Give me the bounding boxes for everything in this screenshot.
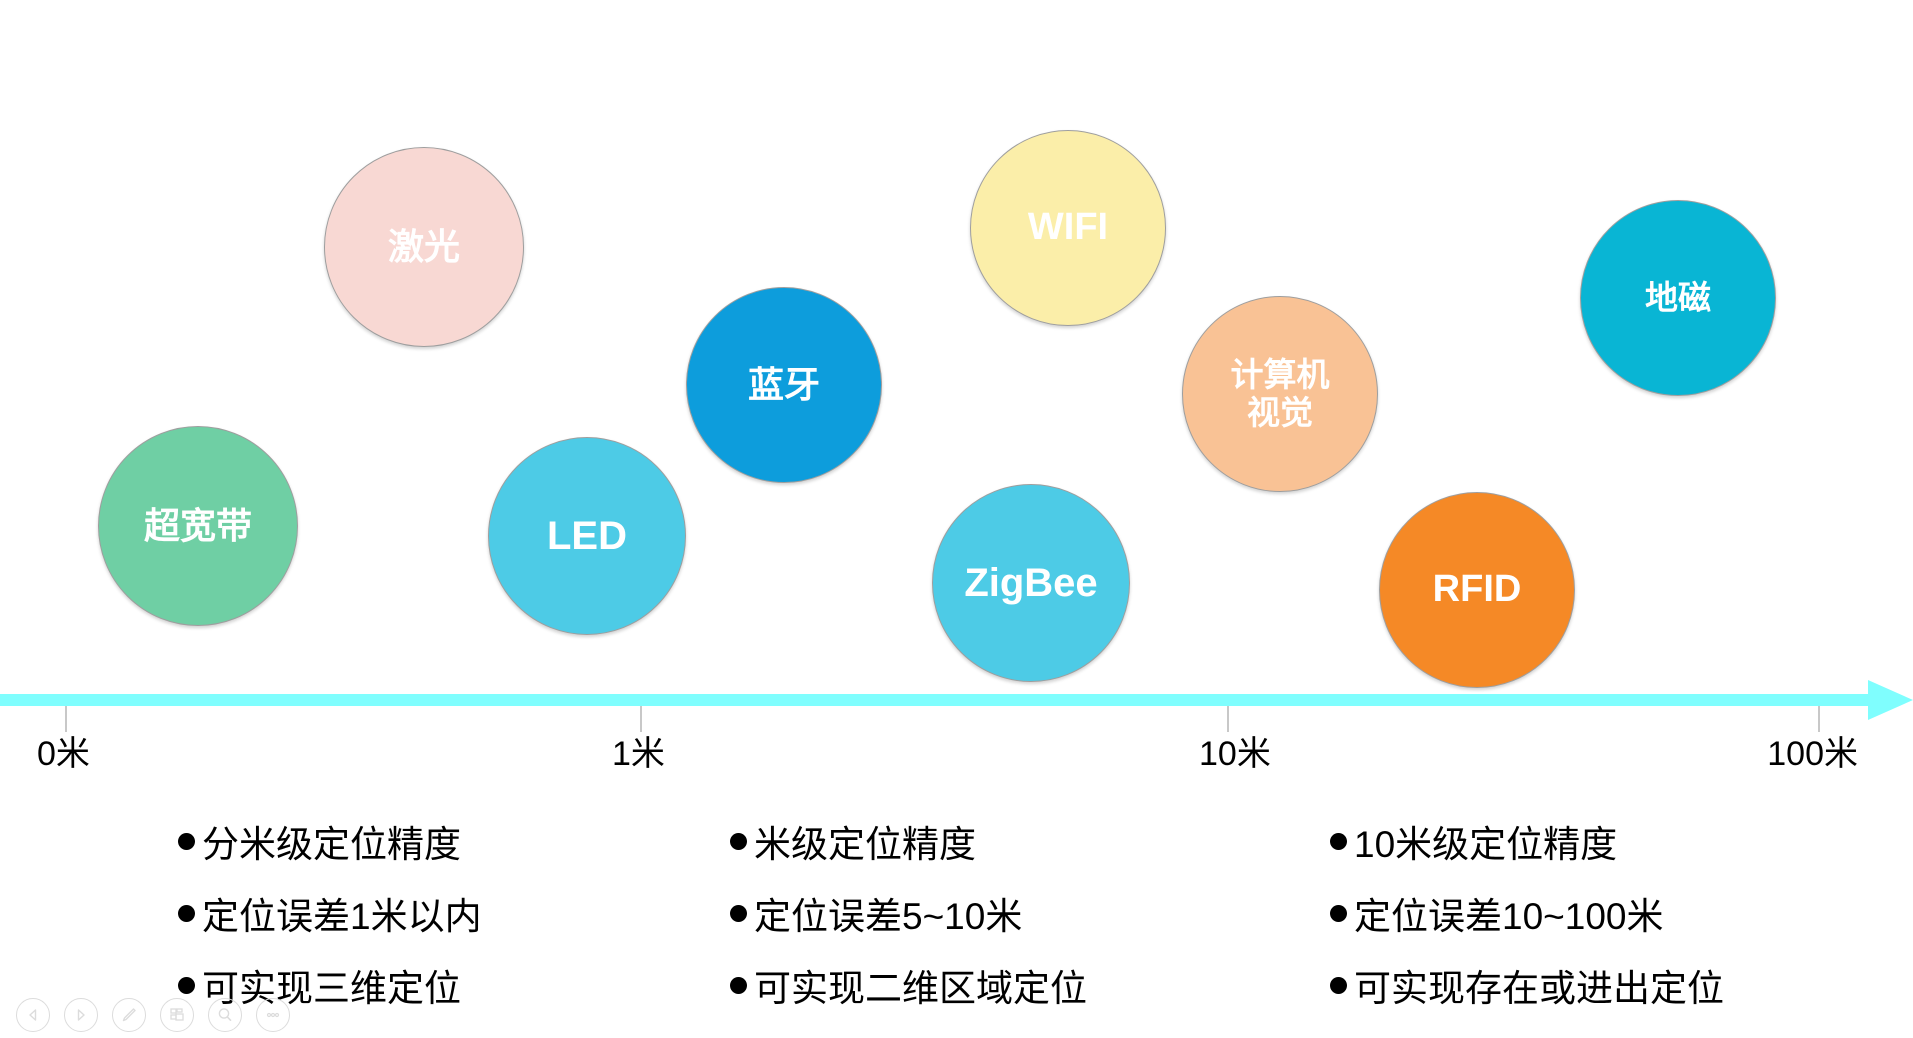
bullet-item: 定位误差1米以内	[178, 877, 482, 949]
bullet-item: 定位误差5~10米	[730, 877, 1087, 949]
triangle-right-icon	[77, 1009, 85, 1021]
bubble-label: 超宽带	[143, 505, 252, 547]
bullet-item: 分米级定位精度	[178, 805, 482, 877]
bullet-dot-icon	[178, 976, 195, 994]
axis-tick-label-2: 1米	[612, 735, 665, 773]
bullet-dot-icon	[730, 904, 747, 922]
bullet-dot-icon	[730, 832, 747, 850]
bubble-label: WIFI	[1027, 206, 1109, 249]
bubble-5: ZigBee	[932, 484, 1130, 682]
slide-grid-button[interactable]	[160, 998, 194, 1032]
bubble-label: ZigBee	[964, 561, 1098, 605]
bubble-label: 激光	[387, 226, 460, 268]
pen-icon	[122, 1008, 136, 1022]
axis-tick-4	[1818, 706, 1820, 732]
presentation-toolbar[interactable]	[16, 998, 290, 1032]
bubble-label: RFID	[1432, 568, 1522, 611]
bullet-item-label: 定位误差10~100米	[1354, 896, 1664, 937]
zoom-button[interactable]	[208, 998, 242, 1032]
bubble-label: 地磁	[1645, 279, 1711, 317]
next-slide-button[interactable]	[64, 998, 98, 1032]
bubble-8: RFID	[1379, 492, 1575, 688]
grid-slides-icon	[170, 1008, 184, 1021]
pen-annotate-button[interactable]	[112, 998, 146, 1032]
bullet-column-meter-accuracy: 米级定位精度定位误差5~10米可实现二维区域定位	[730, 805, 1087, 1021]
bullet-item: 10米级定位精度	[1330, 805, 1724, 877]
bullet-column-decimeter-accuracy: 分米级定位精度定位误差1米以内可实现三维定位	[178, 805, 482, 1021]
bubble-9: 地磁	[1580, 200, 1776, 396]
bullet-item-label: 米级定位精度	[754, 824, 976, 865]
bubble-label: LED	[547, 514, 627, 558]
bullet-item: 定位误差10~100米	[1330, 877, 1724, 949]
bubble-2: 激光	[324, 147, 524, 347]
bullet-dot-icon	[1330, 832, 1347, 850]
ellipsis-icon	[266, 1012, 280, 1018]
previous-slide-button[interactable]	[16, 998, 50, 1032]
bubble-7: 计算机 视觉	[1182, 296, 1378, 492]
bullet-dot-icon	[1330, 976, 1347, 994]
bullet-item-label: 分米级定位精度	[202, 824, 461, 865]
timeline-axis-line	[0, 694, 1880, 706]
bullet-item-label: 定位误差1米以内	[202, 896, 482, 937]
triangle-left-icon	[29, 1009, 37, 1021]
bullet-dot-icon	[178, 904, 195, 922]
bullet-item: 米级定位精度	[730, 805, 1087, 877]
axis-tick-1	[65, 706, 67, 732]
axis-tick-label-3: 10米	[1199, 735, 1271, 773]
bullet-item: 可实现三维定位	[178, 949, 482, 1021]
bullet-item-label: 定位误差5~10米	[754, 896, 1023, 937]
bullet-item-label: 可实现存在或进出定位	[1354, 968, 1724, 1009]
bubble-1: 超宽带	[98, 426, 298, 626]
bullet-item-label: 10米级定位精度	[1354, 824, 1618, 865]
bubble-4: 蓝牙	[686, 287, 882, 483]
bubble-label: 蓝牙	[747, 364, 820, 406]
bullet-dot-icon	[1330, 904, 1347, 922]
axis-tick-label-4: 100米	[1767, 735, 1858, 773]
axis-tick-label-1: 0米	[37, 735, 90, 773]
bullet-column-ten-meter-accuracy: 10米级定位精度定位误差10~100米可实现存在或进出定位	[1330, 805, 1724, 1021]
more-options-button[interactable]	[256, 998, 290, 1032]
axis-tick-3	[1227, 706, 1229, 732]
bullet-item-label: 可实现三维定位	[202, 968, 461, 1009]
bullet-item-label: 可实现二维区域定位	[754, 968, 1087, 1009]
bubble-label: 计算机 视觉	[1230, 356, 1330, 431]
bubble-3: LED	[488, 437, 686, 635]
axis-tick-2	[640, 706, 642, 732]
bullet-dot-icon	[178, 832, 195, 850]
magnifier-icon	[218, 1008, 232, 1021]
bubble-6: WIFI	[970, 130, 1166, 326]
bullet-item: 可实现存在或进出定位	[1330, 949, 1724, 1021]
timeline-axis-arrow-icon	[1868, 680, 1913, 720]
bullet-item: 可实现二维区域定位	[730, 949, 1087, 1021]
bullet-dot-icon	[730, 976, 747, 994]
